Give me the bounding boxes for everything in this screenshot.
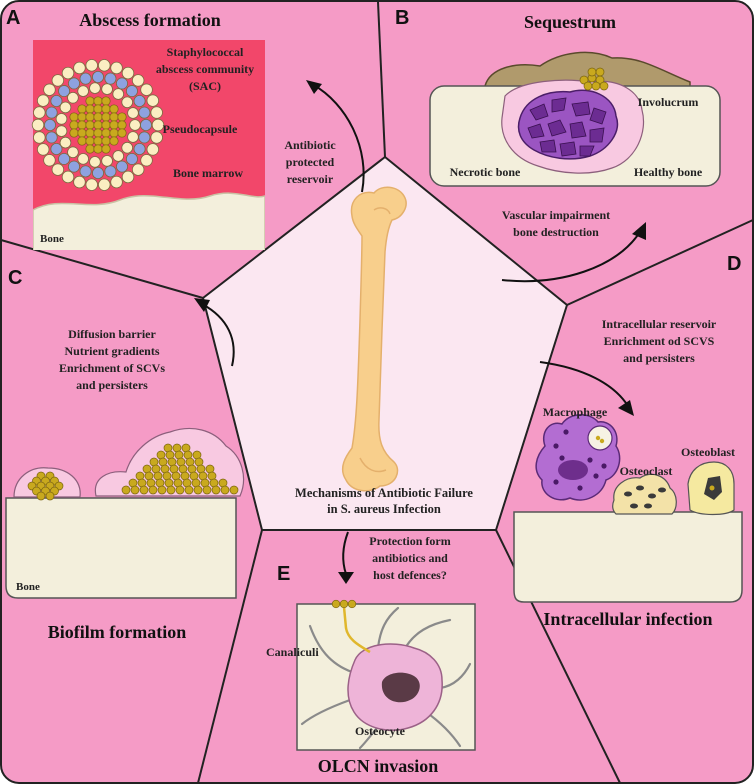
sequestrum-bacteria bbox=[579, 67, 609, 91]
arrow-text-a-line2: protected bbox=[286, 155, 335, 169]
panel-c-title: Biofilm formation bbox=[48, 622, 186, 642]
arrow-text-d-line3: and persisters bbox=[623, 351, 695, 365]
femur-illustration bbox=[341, 186, 407, 492]
arrow-text-e-line3: host defences? bbox=[373, 568, 447, 582]
arrow-text-c-line2: Nutrient gradients bbox=[65, 344, 160, 358]
arrowhead-c bbox=[194, 298, 210, 312]
panel-a-title: Abscess formation bbox=[79, 10, 221, 30]
label-involucrum: Involucrum bbox=[638, 95, 699, 109]
panel-d-letter: D bbox=[727, 253, 741, 275]
label-osteoclast: Osteoclast bbox=[620, 464, 673, 478]
arrow-text-d-line1: Intracellular reservoir bbox=[602, 317, 717, 331]
arrow-text-c-line1: Diffusion barrier bbox=[68, 327, 156, 341]
arrow-text-b-line1: Vascular impairment bbox=[502, 208, 610, 222]
label-sac-line2: abscess community bbox=[156, 62, 254, 76]
arrowhead-b bbox=[632, 222, 646, 240]
arrow-text-c-line3: Enrichment of SCVs bbox=[59, 361, 165, 375]
biofilm-bacteria bbox=[27, 443, 239, 501]
arrow-text-a-line3: reservoir bbox=[287, 172, 334, 186]
label-macrophage: Macrophage bbox=[543, 405, 608, 419]
mechanism-arrows bbox=[201, 83, 641, 575]
abscess-illustration bbox=[31, 40, 265, 250]
intracellular-illustration bbox=[513, 414, 743, 603]
arrow-text-b-line2: bone destruction bbox=[513, 225, 599, 239]
arrow-text-e-line1: Protection form bbox=[369, 534, 450, 548]
label-osteoblast: Osteoblast bbox=[681, 445, 735, 459]
label-osteocyte: Osteocyte bbox=[355, 724, 406, 738]
panel-c-letter: C bbox=[8, 267, 22, 289]
arrow-to-panel-b bbox=[501, 231, 641, 283]
panel-a-letter: A bbox=[6, 7, 20, 29]
panel-b-title: Sequestrum bbox=[524, 12, 616, 32]
arrow-text-e-line2: antibiotics and bbox=[372, 551, 448, 565]
arrow-to-panel-d bbox=[539, 361, 629, 407]
biofilm-illustration bbox=[5, 427, 245, 599]
arrowhead-d bbox=[618, 400, 634, 416]
sac-cluster bbox=[31, 59, 165, 191]
arrowhead-e bbox=[338, 572, 354, 584]
osteoclast-cell bbox=[612, 473, 677, 515]
arrowhead-a bbox=[306, 80, 322, 94]
label-pseudocapsule: Pseudocapsule bbox=[163, 122, 238, 136]
label-canaliculi: Canaliculi bbox=[266, 645, 319, 659]
center-caption-line2: in S. aureus Infection bbox=[327, 502, 441, 516]
label-bone-c: Bone bbox=[16, 581, 40, 593]
panel-b-letter: B bbox=[395, 7, 409, 29]
panel-e-title: OLCN invasion bbox=[318, 756, 439, 776]
panel-d-title: Intracellular infection bbox=[543, 609, 712, 629]
arrow-to-panel-c bbox=[201, 303, 235, 367]
osteocyte-illustration bbox=[296, 599, 476, 751]
sequestrum-illustration bbox=[429, 51, 721, 187]
panel-e-letter: E bbox=[277, 563, 290, 585]
necrotic-fragments bbox=[527, 97, 607, 157]
label-sac-line3: (SAC) bbox=[189, 79, 221, 93]
arrow-text-a-line1: Antibiotic bbox=[284, 138, 336, 152]
arrow-text-d-line2: Enrichment od SCVS bbox=[604, 334, 715, 348]
arrow-text-c-line4: and persisters bbox=[76, 378, 148, 392]
label-sac-line1: Staphylococcal bbox=[167, 45, 244, 59]
label-necrotic-bone: Necrotic bone bbox=[450, 165, 521, 179]
center-caption-line1: Mechanisms of Antibiotic Failure bbox=[295, 486, 473, 500]
arrow-to-panel-e bbox=[342, 531, 349, 575]
label-bone-a: Bone bbox=[40, 233, 64, 245]
label-healthy-bone: Healthy bone bbox=[634, 165, 703, 179]
label-bone-marrow: Bone marrow bbox=[173, 166, 243, 180]
arrow-to-panel-a bbox=[311, 83, 365, 193]
